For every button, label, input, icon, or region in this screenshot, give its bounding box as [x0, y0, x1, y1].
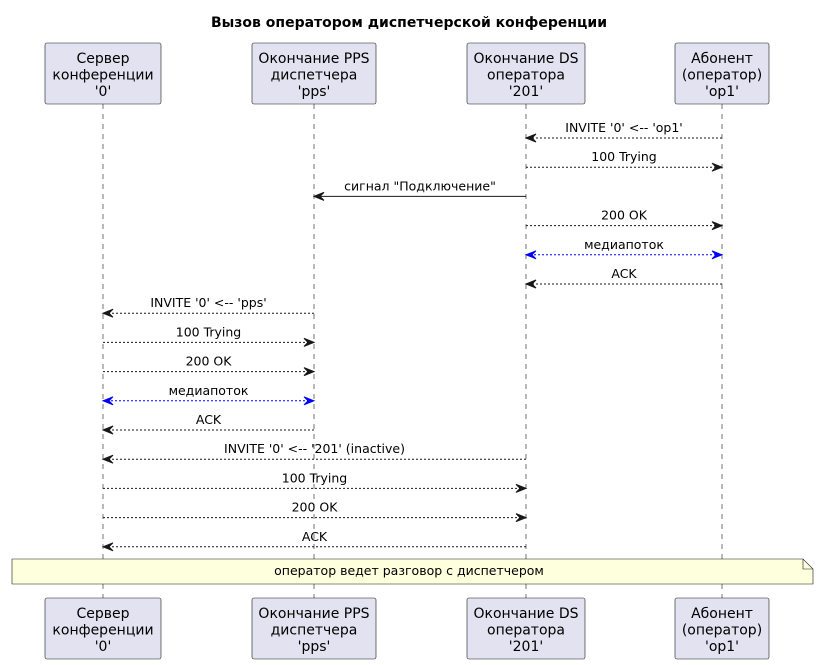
participant-label-line: Абонент: [691, 51, 753, 67]
message-label: ACK: [302, 529, 328, 544]
messages: INVITE '0' <-- 'op1' 100 Trying сигнал "По…: [101, 120, 724, 552]
participant-label-line: (оператор): [682, 623, 762, 639]
note-text: оператор ведет разговор с диспетчером: [274, 563, 544, 578]
arrowhead: [303, 337, 316, 347]
participant-op-top: Абонент(оператор)'op1': [674, 42, 770, 105]
message-11: INVITE '0' <-- '201' (inactive): [101, 441, 526, 464]
message-14: ACK: [101, 529, 526, 552]
participant-label-line: конференции: [52, 68, 153, 84]
message-label: INVITE '0' <-- 'pps': [150, 295, 266, 310]
participant-label-line: '201': [509, 84, 543, 100]
participant-label-line: Сервер: [76, 51, 129, 67]
message-label: ACK: [611, 266, 637, 281]
participant-label-line: (оператор): [682, 68, 762, 84]
message-1: 100 Trying: [526, 149, 724, 172]
message-label: 100 Trying: [282, 470, 348, 485]
participant-op-bottom: Абонент(оператор)'op1': [674, 597, 770, 660]
participant-box: [44, 597, 162, 660]
arrowhead: [101, 308, 114, 318]
lifelines: [102, 104, 723, 598]
message-label: 200 OK: [186, 354, 233, 369]
message-label: 200 OK: [292, 500, 339, 515]
participant-label-line: диспетчера: [271, 68, 358, 84]
arrowhead: [524, 133, 537, 143]
message-label: ACK: [196, 412, 222, 427]
participant-box: [674, 42, 770, 105]
arrowhead: [101, 454, 114, 464]
message-8: 200 OK: [103, 354, 316, 377]
participant-box: [251, 42, 377, 105]
message-label: 100 Trying: [176, 324, 242, 339]
participant-label-line: 'pps': [298, 84, 331, 100]
participant-box: [466, 597, 586, 660]
participant-label-line: 'op1': [705, 639, 739, 655]
arrowhead: [101, 425, 114, 435]
participant-label-line: оператора: [487, 623, 565, 639]
arrowhead: [524, 250, 537, 260]
message-label: медиапоток: [169, 383, 249, 398]
participant-label-line: оператора: [487, 68, 565, 84]
note: оператор ведет разговор с диспетчером: [11, 558, 814, 585]
message-13: 200 OK: [103, 500, 528, 523]
participant-label-line: Окончание DS: [473, 51, 578, 67]
participant-label-line: Окончание DS: [473, 606, 578, 622]
message-10: ACK: [101, 412, 314, 435]
message-label: 100 Trying: [591, 149, 657, 164]
message-label: INVITE '0' <-- '201' (inactive): [224, 441, 405, 456]
arrowhead: [515, 483, 528, 493]
participant-box: [44, 42, 162, 105]
participant-label-line: Окончание PPS: [258, 606, 369, 622]
message-5: ACK: [524, 266, 722, 289]
participant-label-line: конференции: [52, 623, 153, 639]
note-box: [11, 558, 814, 585]
message-7: 100 Trying: [103, 324, 316, 347]
arrowhead: [711, 162, 724, 172]
participant-label-line: 'op1': [705, 84, 739, 100]
arrowhead: [515, 513, 528, 523]
arrowhead: [312, 191, 325, 201]
arrowhead: [101, 542, 114, 552]
participant-label-line: Абонент: [691, 606, 753, 622]
participant-label-line: '0': [95, 639, 112, 655]
message-label: 200 OK: [601, 208, 648, 223]
message-0: INVITE '0' <-- 'op1': [524, 120, 722, 143]
participant-box: [674, 597, 770, 660]
arrowhead: [711, 250, 724, 260]
message-2: сигнал "Подключение": [312, 178, 526, 201]
participant-label-line: '0': [95, 84, 112, 100]
note-fold: [802, 559, 813, 570]
arrowhead: [303, 367, 316, 377]
message-12: 100 Trying: [103, 470, 528, 493]
participant-label-line: Сервер: [76, 606, 129, 622]
participant-label-line: Окончание PPS: [258, 51, 369, 67]
message-6: INVITE '0' <-- 'pps': [101, 295, 314, 318]
participant-label-line: '201': [509, 639, 543, 655]
arrowhead: [524, 279, 537, 289]
message-label: сигнал "Подключение": [344, 178, 496, 193]
message-9: медиапоток: [101, 383, 316, 406]
arrowhead: [711, 221, 724, 231]
message-3: 200 OK: [526, 208, 724, 231]
message-4: медиапоток: [524, 237, 724, 260]
message-label: INVITE '0' <-- 'op1': [565, 120, 682, 135]
arrowhead: [303, 396, 316, 406]
arrowhead: [101, 396, 114, 406]
participant-box: [466, 42, 586, 105]
message-label: медиапоток: [584, 237, 664, 252]
participant-label-line: диспетчера: [271, 623, 358, 639]
participant-label-line: 'pps': [298, 639, 331, 655]
participant-box: [251, 597, 377, 660]
diagram-title: Вызов оператором диспетчерской конференц…: [211, 15, 607, 31]
